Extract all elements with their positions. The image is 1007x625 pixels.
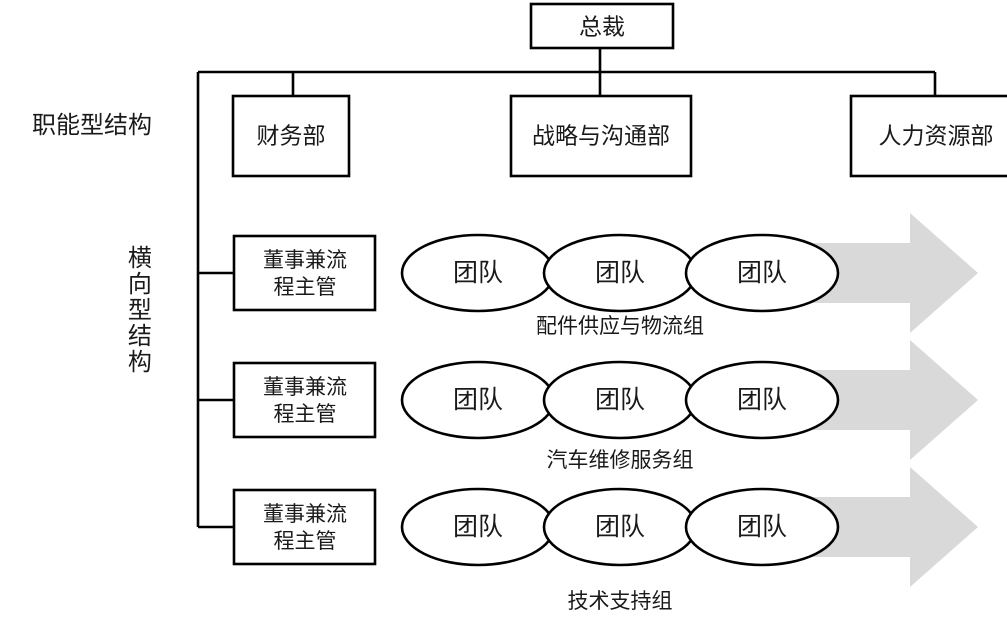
- team-node-1-2[interactable]: 团队: [542, 233, 698, 313]
- president-node[interactable]: 总裁: [529, 2, 675, 50]
- side-label-horizontal: 横向型结构: [120, 220, 154, 400]
- team-node-3-3[interactable]: 团队: [684, 487, 840, 567]
- group-label-1: 配件供应与物流组: [536, 314, 704, 338]
- team-node-3-2[interactable]: 团队: [542, 487, 698, 567]
- team-node-2-1[interactable]: 团队: [400, 360, 556, 440]
- process-arrow-icon-row-3: [760, 467, 978, 587]
- process-owner-label-3-line2: 程主管: [274, 529, 337, 553]
- team-label-2-1: 团队: [453, 385, 503, 414]
- team-node-3-1[interactable]: 团队: [400, 487, 556, 567]
- department-label-finance: 财务部: [257, 124, 326, 150]
- team-ellipse-3-3[interactable]: [684, 487, 840, 567]
- process-owner-label-3-line1: 董事兼流: [263, 502, 347, 526]
- process-owner-node-3[interactable]: 董事兼流 程主管: [232, 488, 377, 566]
- side-label-functional: 职能型结构: [32, 111, 152, 139]
- process-owner-label-1-line2: 程主管: [274, 275, 337, 299]
- process-owner-label-2-line2: 程主管: [274, 402, 337, 426]
- process-row-3: 董事兼流 程主管 团队 团队 团队 技术支持组: [232, 487, 840, 613]
- department-node-finance[interactable]: 财务部: [231, 94, 351, 178]
- team-node-2-2[interactable]: 团队: [542, 360, 698, 440]
- team-label-3-1: 团队: [453, 512, 503, 541]
- team-node-2-3[interactable]: 团队: [684, 360, 840, 440]
- group-label-3: 技术支持组: [568, 589, 673, 613]
- process-owner-box-1[interactable]: [232, 234, 377, 312]
- department-label-strategy: 战略与沟通部: [532, 124, 670, 150]
- process-arrow-icon-row-2: [760, 340, 978, 460]
- process-arrows: [760, 213, 978, 587]
- team-ellipse-2-3[interactable]: [684, 360, 840, 440]
- group-label-2: 汽车维修服务组: [547, 448, 694, 472]
- team-label-3-2: 团队: [595, 512, 645, 541]
- team-label-1-2: 团队: [595, 258, 645, 287]
- process-row-2: 董事兼流 程主管 团队 团队 团队 汽车维修服务组: [232, 360, 840, 472]
- team-node-1-1[interactable]: 团队: [400, 233, 556, 313]
- team-node-1-3[interactable]: 团队: [684, 233, 840, 313]
- team-label-2-3: 团队: [737, 385, 787, 414]
- process-owner-node-1[interactable]: 董事兼流 程主管: [232, 234, 377, 312]
- process-owner-box-2[interactable]: [232, 361, 377, 439]
- department-box-strategy[interactable]: [509, 94, 693, 178]
- process-owner-box-3[interactable]: [232, 488, 377, 566]
- department-node-hr[interactable]: 人力资源部: [849, 94, 1007, 178]
- president-label: 总裁: [579, 15, 625, 41]
- department-box-finance[interactable]: [231, 94, 351, 178]
- department-box-hr[interactable]: [849, 94, 1007, 178]
- team-label-3-3: 团队: [737, 512, 787, 541]
- department-label-hr: 人力资源部: [879, 124, 994, 150]
- team-label-1-1: 团队: [453, 258, 503, 287]
- president-box[interactable]: [529, 2, 675, 50]
- department-node-strategy[interactable]: 战略与沟通部: [509, 94, 693, 178]
- process-owner-label-1-line1: 董事兼流: [263, 248, 347, 272]
- process-arrow-icon-row-1: [760, 213, 978, 333]
- side-label-horizontal-text: 横向型结构: [123, 245, 152, 375]
- connector-lines: [196, 48, 937, 529]
- process-owner-node-2[interactable]: 董事兼流 程主管: [232, 361, 377, 439]
- team-ellipse-1-3[interactable]: [684, 233, 840, 313]
- process-owner-label-2-line1: 董事兼流: [263, 375, 347, 399]
- team-label-1-3: 团队: [737, 258, 787, 287]
- process-row-1: 董事兼流 程主管 团队 团队 团队 配件供应与物流组: [232, 233, 840, 338]
- team-label-2-2: 团队: [595, 385, 645, 414]
